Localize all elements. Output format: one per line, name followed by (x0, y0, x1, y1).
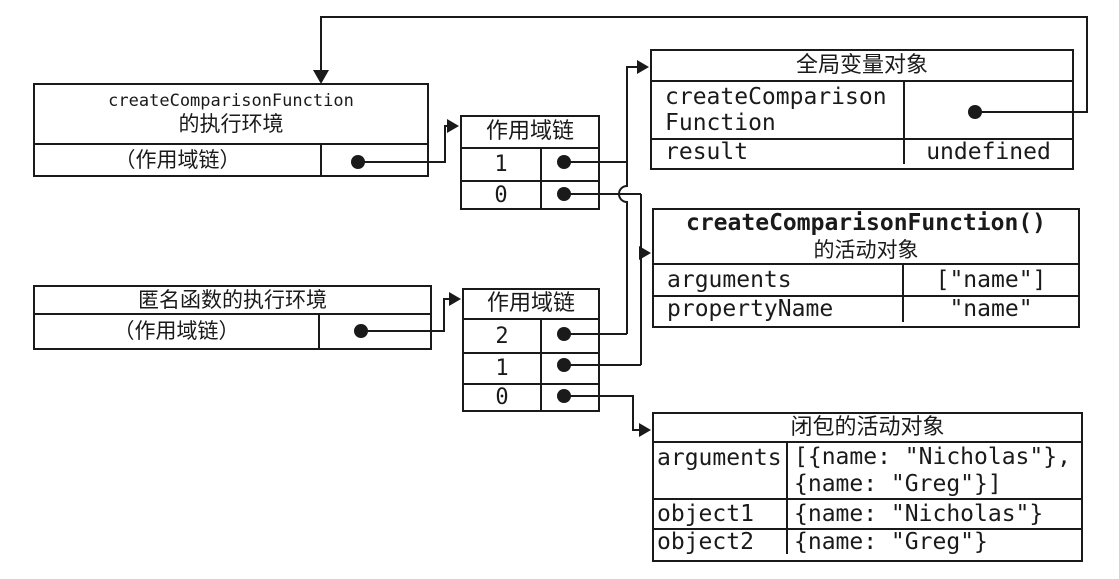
scope-chain-bottom-pointer-cell-1 (542, 354, 598, 383)
arrowhead-down (313, 70, 329, 84)
hop-line (618, 66, 637, 334)
activation-object-title: createComparisonFunction() 的活动对象 (654, 210, 1078, 265)
closure-object-row-value: {name: "Nicholas"} (794, 500, 1044, 527)
arrowhead-right (447, 119, 459, 133)
global-object-table: 全局变量对象 createComparison Function result … (650, 49, 1074, 170)
scope-chain-top-index-1: 1 (462, 149, 542, 180)
scope-chain-bottom-box: 作用域链 2 1 0 (462, 288, 600, 412)
exec-context-top-title: createComparisonFunction 的执行环境 (35, 85, 427, 145)
scope-chain-top-pointer-cell-0 (542, 182, 598, 208)
exec-context-top-scope-chain-label: （作用域链） (35, 145, 322, 175)
scope-chain-bottom-index-1: 1 (464, 354, 542, 383)
closure-object-row-key: arguments (654, 443, 788, 498)
arrowhead-right (449, 292, 461, 306)
activation-object-row-value: "name" (949, 297, 1033, 322)
closure-object-table: 闭包的活动对象 arguments [{name: "Nicholas"}, {… (652, 412, 1083, 562)
closure-object-row-value: {name: "Greg"} (794, 530, 988, 554)
arrowhead-right (637, 60, 649, 74)
activation-object-row-value: ["name"] (935, 266, 1047, 293)
closure-object-row-key: object2 (654, 530, 788, 554)
scope-chain-bottom-pointer-cell-2 (542, 320, 598, 352)
global-object-title: 全局变量对象 (652, 51, 1072, 82)
scope-chain-bottom-index-2: 2 (464, 320, 542, 352)
closure-object-title: 闭包的活动对象 (654, 414, 1081, 443)
global-object-row-key: createComparison Function (652, 82, 905, 138)
exec-context-top-title-cjk: 的执行环境 (178, 112, 284, 137)
exec-context-top-pointer-cell (322, 145, 427, 175)
exec-context-bottom-title: 匿名函数的执行环境 (35, 287, 430, 315)
arrowhead-right (639, 246, 651, 260)
scope-chain-top-index-0: 0 (462, 182, 542, 208)
exec-context-bottom-scope-chain-label: （作用域链） (35, 315, 320, 348)
activation-object-row-key: propertyName (654, 297, 904, 322)
arrowhead-right (639, 423, 651, 437)
scope-chain-top-title: 作用域链 (462, 117, 598, 149)
scope-chain-bottom-pointer-cell-0 (542, 385, 598, 410)
closure-object-row-value: [{name: "Nicholas"}, {name: "Greg"}] (794, 444, 1071, 497)
activation-object-table: createComparisonFunction() 的活动对象 argumen… (652, 208, 1080, 328)
scope-chain-top-pointer-cell-1 (542, 149, 598, 180)
scope-chain-bottom-title: 作用域链 (464, 290, 598, 320)
activation-object-row-key: arguments (654, 265, 904, 295)
global-object-row-key: result (652, 140, 905, 164)
activation-object-title-cjk: 的活动对象 (813, 237, 919, 262)
exec-context-top-title-code: createComparisonFunction (108, 90, 354, 111)
exec-context-bottom-pointer-cell (320, 315, 430, 348)
activation-object-title-code: createComparisonFunction() (685, 210, 1047, 237)
scope-chain-bottom-index-0: 0 (464, 385, 542, 410)
global-object-pointer-cell (905, 82, 1072, 138)
exec-context-bottom-box: 匿名函数的执行环境 （作用域链） (33, 285, 432, 350)
global-object-row-value: undefined (926, 140, 1051, 164)
scope-chain-top-box: 作用域链 1 0 (460, 115, 600, 210)
closure-object-row-key: object1 (654, 500, 788, 528)
exec-context-top-box: createComparisonFunction 的执行环境 （作用域链） (33, 83, 429, 177)
